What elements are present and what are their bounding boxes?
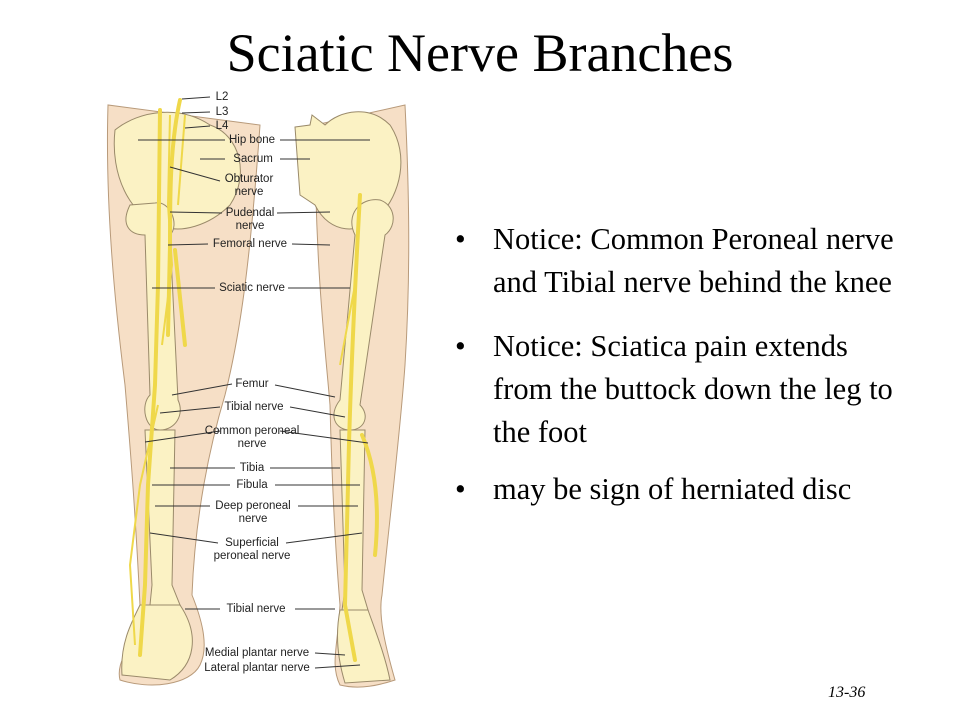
label-common-peroneal-nerve: Common peroneal nerve — [204, 425, 300, 450]
bullet-text: Notice: Common Peroneal nerve and Tibial… — [493, 222, 894, 299]
label-pudendal-nerve: Pudendal nerve — [225, 207, 275, 232]
bullet-dot: • — [455, 222, 466, 256]
leg-drawing — [106, 96, 410, 688]
bullet-text: Notice: Sciatica pain extends from the b… — [493, 329, 893, 449]
label-femoral-nerve: Femoral nerve — [212, 238, 288, 250]
bullet-item: • Notice: Sciatica pain extends from the… — [455, 325, 895, 454]
label-obturator-nerve: Obturator nerve — [224, 173, 274, 198]
slide-title: Sciatic Nerve Branches — [226, 23, 734, 83]
bullet-item: • Notice: Common Peroneal nerve and Tibi… — [455, 218, 895, 304]
label-lateral-plantar-nerve: Lateral plantar nerve — [204, 662, 310, 674]
label-femur: Femur — [235, 378, 269, 390]
bullet-text: may be sign of herniated disc — [493, 472, 852, 506]
label-fibula: Fibula — [236, 479, 268, 491]
page-number: 13-36 — [828, 684, 866, 701]
label-sacrum: Sacrum — [233, 153, 273, 165]
bullet-dot: • — [455, 472, 466, 506]
label-deep-peroneal-nerve: Deep peroneal nerve — [215, 500, 291, 525]
bullet-dot: • — [455, 329, 466, 363]
label-tibial-nerve-ankle: Tibial nerve — [226, 603, 286, 615]
bullet-list: • Notice: Common Peroneal nerve and Tibi… — [455, 218, 895, 511]
label-l4: L4 — [215, 120, 229, 132]
label-l3: L3 — [215, 106, 229, 118]
label-sciatic-nerve: Sciatic nerve — [219, 282, 285, 294]
label-tibia: Tibia — [239, 462, 265, 474]
label-superficial-peroneal-nerve: Superficial peroneal nerve — [213, 537, 291, 562]
label-medial-plantar-nerve: Medial plantar nerve — [204, 647, 310, 659]
leg-nerve-illustration: L2 L3 L4 Hip bone Sacrum Obturator nerve… — [100, 85, 420, 695]
bullet-item: • may be sign of herniated disc — [455, 468, 895, 511]
label-hip-bone: Hip bone — [228, 134, 276, 146]
label-tibial-nerve: Tibial nerve — [224, 401, 284, 413]
label-l2: L2 — [215, 91, 229, 103]
